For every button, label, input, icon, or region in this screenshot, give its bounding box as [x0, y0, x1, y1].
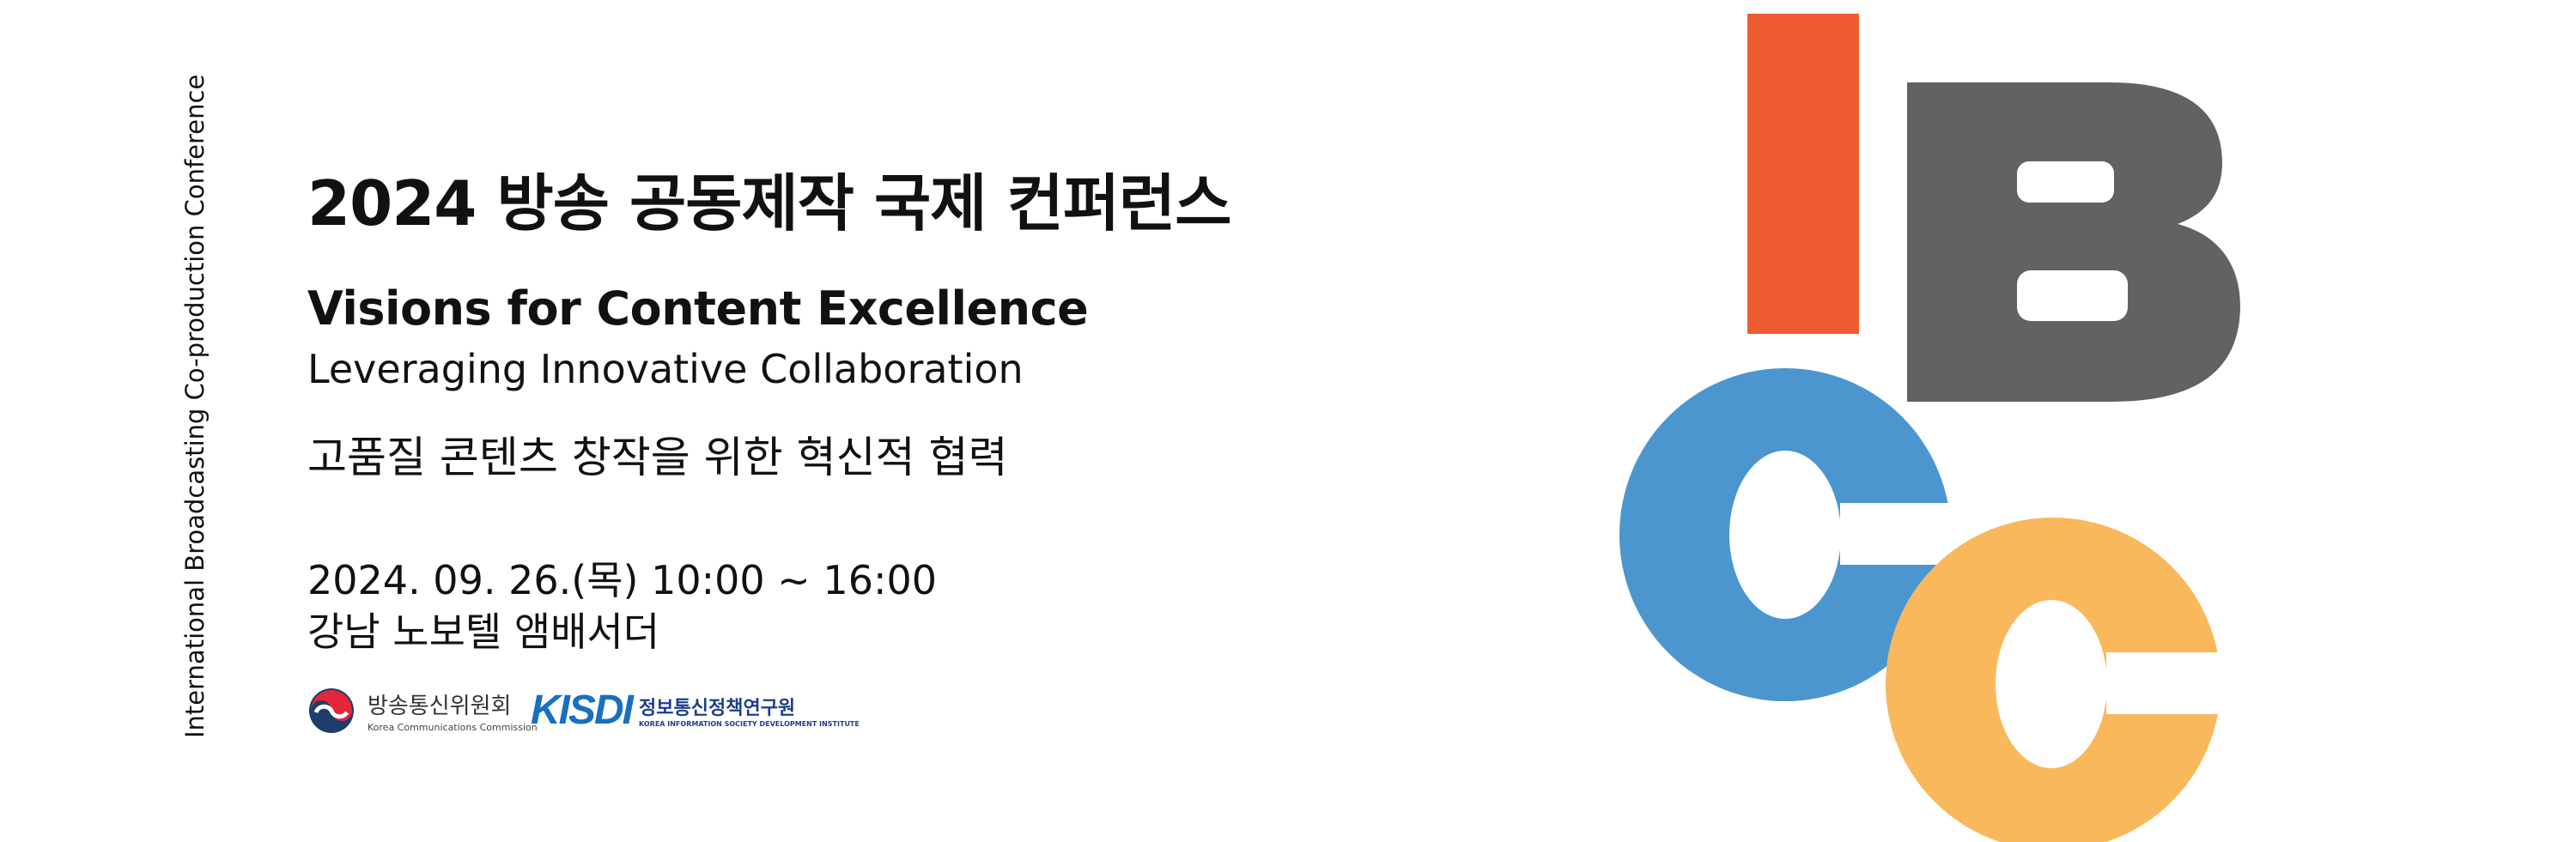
event-date: 2024. 09. 26.(목) 10:00 ~ 16:00	[307, 557, 937, 603]
logo-letter-c-blue	[1619, 368, 1960, 701]
kisdi-logo: KISDI 정보통신정책연구원 KOREA INFORMATION SOCIET…	[531, 687, 860, 734]
kisdi-acronym: KISDI	[531, 688, 634, 733]
kcc-name-english: Korea Communications Commission	[368, 722, 538, 733]
logo-letter-b	[1907, 82, 2240, 402]
logo-letter-i	[1747, 14, 1859, 334]
subtitle-english-secondary: Leveraging Innovative Collaboration	[307, 346, 1024, 392]
kcc-logo: 방송통신위원회 Korea Communications Commission	[307, 687, 538, 735]
subtitle-korean: 고품질 콘텐츠 창작을 위한 혁신적 협력	[307, 433, 1008, 482]
taegeuk-emblem-icon	[309, 688, 354, 733]
kcc-name-korean: 방송통신위원회	[368, 694, 512, 719]
kisdi-name-korean: 정보통신정책연구원	[639, 698, 796, 719]
subtitle-english: Visions for Content Excellence	[307, 282, 1089, 336]
page-title: 2024 방송 공동제작 국제 컨퍼런스	[307, 167, 1232, 239]
event-venue: 강남 노보텔 앰배서더	[307, 609, 660, 655]
kisdi-name-english: KOREA INFORMATION SOCIETY DEVELOPMENT IN…	[639, 720, 860, 728]
logo-letter-c-orange	[1886, 518, 2227, 842]
